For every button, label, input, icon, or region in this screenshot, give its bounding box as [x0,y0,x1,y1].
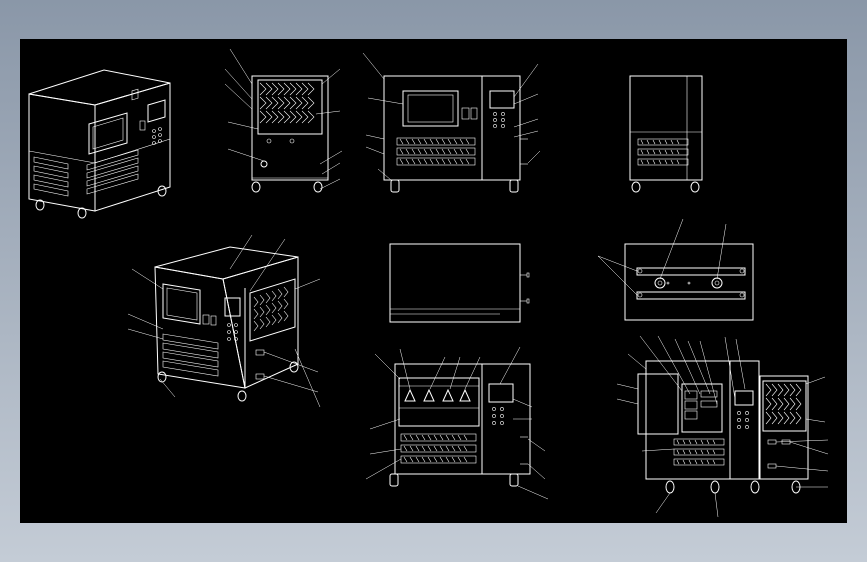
view-rear [224,48,343,193]
view-front-section [365,346,549,500]
view-side [629,75,703,193]
view-detail-assembly [616,335,829,518]
view-front [362,52,541,193]
cad-drawing-sheet [20,39,847,523]
view-top [389,243,530,323]
view-iso-front [28,69,171,219]
cad-drawing [28,48,829,518]
view-base [597,218,754,321]
view-iso-back [127,234,321,408]
